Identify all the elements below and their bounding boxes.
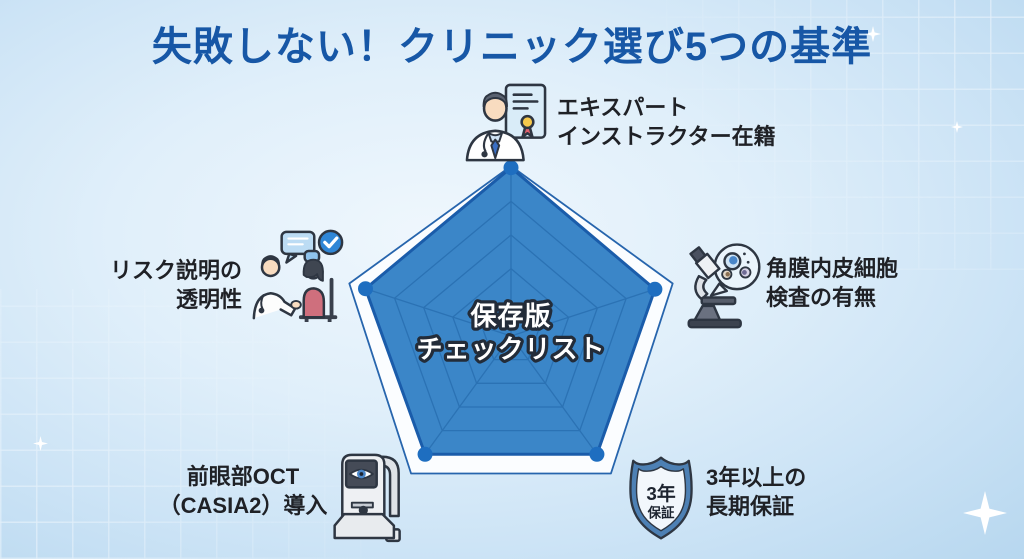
radar-data-polygon (363, 166, 657, 456)
criterion-label-endothelium-check: 角膜内皮細胞 検査の有無 (766, 254, 898, 312)
radar-vertex-dot (417, 446, 433, 462)
criterion-label-risk-transparency: リスク説明の 透明性 (90, 256, 242, 314)
microscope-cells-icon (687, 243, 761, 329)
criterion-text-line: 3年以上の (706, 465, 807, 490)
warranty-shield-icon: 3年 保証 (629, 456, 693, 540)
criterion-text-line: 前眼部OCT (186, 464, 300, 489)
criterion-text-line: （CASIA2）導入 (158, 493, 328, 518)
criterion-text-line: リスク説明の (109, 258, 242, 283)
criterion-text-line: エキスパート (557, 95, 689, 120)
radar-spoke (365, 288, 512, 337)
radar-vertex-dot (647, 281, 663, 297)
criterion-text-line: インストラクター在籍 (557, 124, 776, 149)
radar-spoke (424, 335, 512, 455)
radar-vertex-dot (589, 446, 605, 462)
shield-badge-years: 3年 (646, 482, 675, 504)
radar-grid-ring (452, 267, 570, 384)
doctor-patient-icon (252, 229, 344, 322)
radar-vertex-dot (503, 160, 519, 176)
radar-spoke (510, 335, 598, 455)
radar-grid-ring (422, 234, 599, 408)
criterion-text-line: 長期保証 (706, 494, 795, 519)
radar-vertex-dot (357, 281, 373, 297)
radar-grid-ring (481, 301, 541, 361)
page-title: 失敗しない！クリニック選び5つの基準 (151, 25, 873, 69)
criterion-label-oct-casia2: 前眼部OCT （CASIA2）導入 (123, 462, 363, 520)
criterion-label-long-warranty: 3年以上の 長期保証 (706, 463, 806, 521)
radar-grid-ring (393, 200, 627, 432)
oct-device-icon (333, 453, 401, 543)
criterion-label-expert-instructor: エキスパート インストラクター在籍 (557, 93, 776, 151)
doctor-certificate-icon (465, 83, 547, 162)
radar-center-label-line2: チェックリスト (416, 334, 605, 364)
criterion-text-line: 透明性 (175, 287, 242, 312)
shield-badge-warranty: 保証 (647, 505, 675, 521)
criterion-text-line: 検査の有無 (766, 285, 877, 310)
criterion-text-line: 角膜内皮細胞 (766, 256, 899, 281)
radar-spoke (510, 288, 656, 337)
radar-center-label-line1: 保存版 (469, 301, 551, 331)
